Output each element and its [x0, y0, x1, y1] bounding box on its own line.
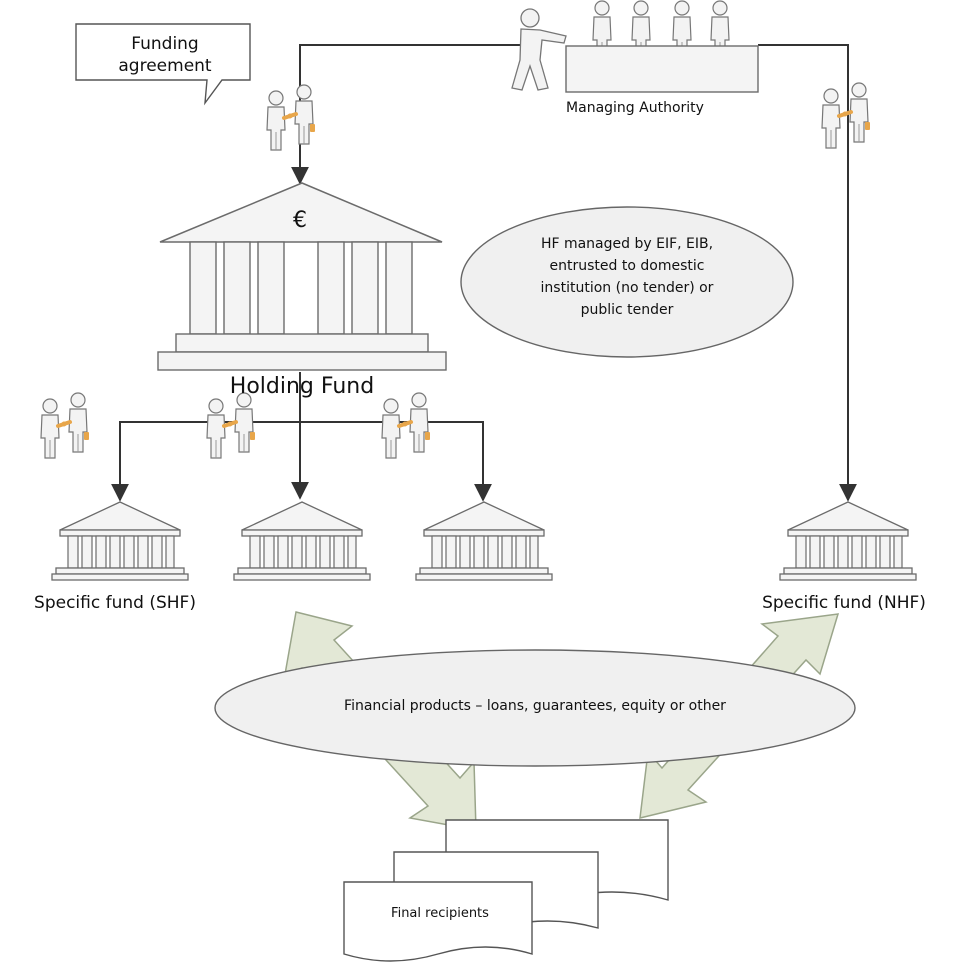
hf-note-ellipse — [460, 206, 794, 358]
callout-text-line2: agreement — [118, 56, 212, 76]
line-ma-to-nhf — [758, 44, 857, 502]
holding-fund-label: Holding Fund — [229, 374, 375, 399]
hf-note-line4: public tender — [580, 302, 674, 318]
document-stack-icon — [343, 819, 669, 962]
financial-products-label: Financial products – loans, guarantees, … — [344, 698, 726, 714]
funding-agreement-callout — [75, 23, 251, 106]
managing-authority-label: Managing Authority — [566, 100, 704, 116]
bank-building-icon — [415, 501, 553, 581]
handshake-icon — [267, 85, 315, 150]
bank-building-icon — [51, 501, 189, 581]
specific-fund-nhf-label: Specific fund (NHF) — [762, 593, 926, 613]
specific-fund-shf-label: Specific fund (SHF) — [34, 593, 196, 613]
line-hf-branch — [119, 421, 484, 500]
hf-note-line2: entrusted to domestic — [549, 258, 705, 274]
holding-fund-building-icon — [157, 182, 447, 371]
handshake-icon — [207, 393, 255, 458]
hf-note-line1: HF managed by EIF, EIB, — [540, 236, 714, 252]
hf-note-line3: institution (no tender) or — [540, 280, 714, 296]
meeting-table-icon — [511, 0, 759, 93]
financial-products-ellipse — [214, 649, 856, 767]
handshake-icon — [822, 83, 870, 148]
callout-text-line1: Funding — [131, 34, 199, 54]
bank-building-icon — [779, 501, 917, 581]
line-ma-to-hf — [291, 44, 520, 185]
euro-symbol: € — [293, 208, 307, 233]
bank-building-icon — [233, 501, 371, 581]
handshake-icon — [41, 393, 89, 458]
handshake-icon — [382, 393, 430, 458]
final-recipients-label: Final recipients — [391, 906, 489, 921]
